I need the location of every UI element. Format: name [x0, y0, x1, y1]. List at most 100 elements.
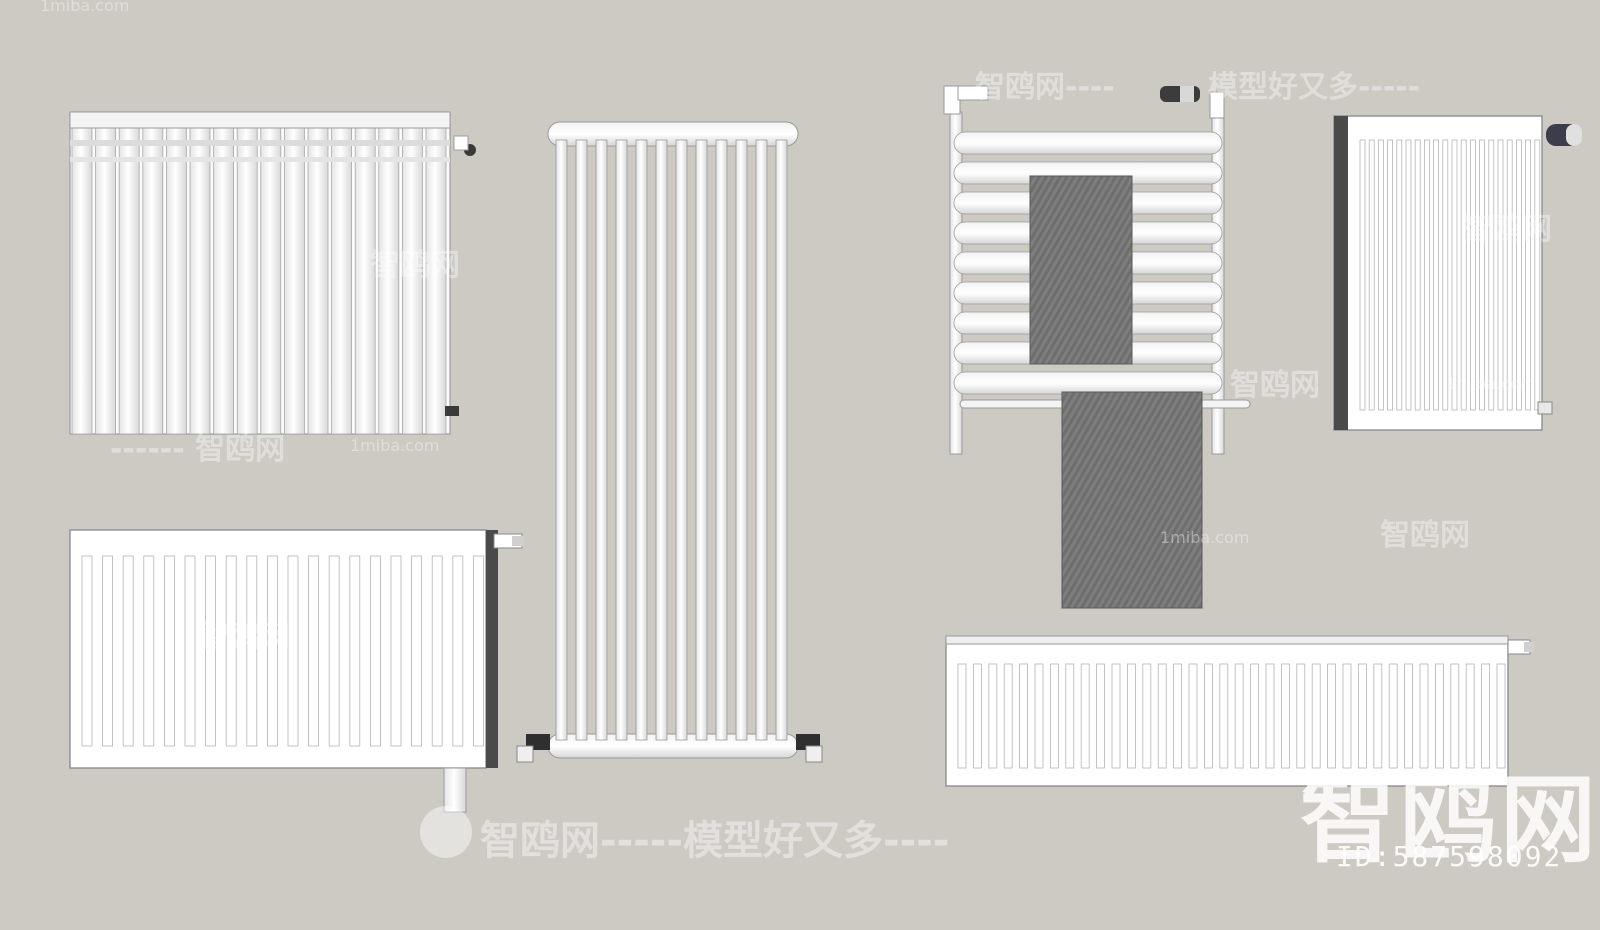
panel-slat [1250, 663, 1259, 769]
panel-slat [81, 555, 93, 747]
panel-slat [1435, 663, 1444, 769]
watermark-logo-large: 智鸥网 [1300, 764, 1600, 876]
panel-slat [1373, 663, 1383, 769]
column-tube [695, 139, 708, 741]
panel-slat [1525, 139, 1531, 411]
panel-slat [1414, 139, 1421, 411]
panel-slat [349, 555, 361, 747]
panel-slat [973, 663, 982, 769]
panel-slat [266, 555, 278, 747]
panel-slat [1080, 663, 1090, 769]
panel-slat [1516, 139, 1522, 411]
panel-slat [1065, 663, 1075, 769]
column-tube [775, 139, 788, 741]
panel-slat [1311, 663, 1321, 769]
long-panel-radiator [945, 635, 1534, 787]
panel-slat [1096, 663, 1105, 769]
panel-slat [452, 555, 464, 747]
bottom-valve-right [796, 734, 823, 763]
panel-slat [411, 555, 423, 747]
towel-bar [953, 131, 1223, 155]
towel-lower [1061, 391, 1203, 609]
panel-slat [1450, 663, 1460, 769]
panel-slat [1219, 663, 1229, 769]
panel-slat [1265, 663, 1275, 769]
towel-upper [1029, 175, 1133, 365]
panel-slat [1050, 663, 1059, 769]
panel-slat [1404, 663, 1413, 769]
panel-slat [1479, 139, 1485, 411]
panel-slat [1419, 663, 1429, 769]
tall-column-radiator [516, 121, 823, 763]
column-tube [635, 139, 648, 741]
panel-slat [184, 555, 196, 747]
panel-slat [1142, 663, 1152, 769]
panel-slat [1396, 139, 1403, 411]
panel-slat [1387, 139, 1393, 411]
panel-slat [1442, 139, 1449, 411]
panel-slat [1433, 139, 1439, 411]
gull-logo-icon [420, 806, 472, 858]
valve-head [493, 533, 524, 549]
panel-slat [1204, 663, 1213, 769]
column-tube [735, 139, 748, 741]
panel-slat [472, 555, 484, 747]
watermark-id: ID:587598092 [1336, 840, 1563, 873]
panel-slat [1127, 663, 1136, 769]
column-tube [755, 139, 768, 741]
valve-head [1507, 639, 1534, 655]
panel-slat [1460, 139, 1467, 411]
column-tube [595, 139, 608, 741]
panel-slat [163, 555, 175, 747]
panel-slat [1019, 663, 1028, 769]
panel-slat [1003, 663, 1013, 769]
panel-slat [1327, 663, 1336, 769]
column-tube [715, 139, 728, 741]
towel-bar [953, 371, 1223, 395]
column-tube [655, 139, 668, 741]
drain-plug [445, 406, 459, 416]
panel-slat [102, 555, 113, 747]
panel-slat [1465, 663, 1475, 769]
panel-slat [1488, 139, 1495, 411]
panel-slat [957, 663, 967, 769]
panel-slat [287, 555, 299, 747]
panel-slat [1481, 663, 1490, 769]
bottom-valve-left [516, 734, 550, 763]
panel-slat [1378, 139, 1384, 411]
compact-panel-radiator [69, 529, 524, 813]
panel-slat [1358, 663, 1367, 769]
towel-rail-radiator [943, 85, 1251, 609]
panel-slat [1470, 139, 1476, 411]
panel-slat [1388, 663, 1398, 769]
panel-slat [1496, 663, 1506, 769]
panel-slat [1405, 139, 1412, 411]
column-tube [575, 139, 588, 741]
panel-slat [1359, 139, 1366, 411]
sectional-radiator [69, 111, 476, 435]
panel-slat [1157, 663, 1167, 769]
panel-slat [988, 663, 998, 769]
column-tube [675, 139, 688, 741]
panel-slat [390, 555, 402, 747]
panel-slat [1497, 139, 1504, 411]
panel-slat [1111, 663, 1121, 769]
thermostat-knob [1546, 124, 1582, 146]
panel-slat [1342, 663, 1352, 769]
panel-slat [143, 555, 155, 747]
panel-slat [1368, 139, 1375, 411]
column-tube [615, 139, 628, 741]
panel-slat [1188, 663, 1198, 769]
panel-slat [1451, 139, 1458, 411]
panel-slat [246, 555, 258, 747]
panel-slat [1173, 663, 1182, 769]
panel-slat [308, 555, 320, 747]
panel-slat [1424, 139, 1430, 411]
thermostat-head [1160, 86, 1225, 119]
panel-slat [205, 555, 217, 747]
panel-slat [122, 555, 134, 747]
panel-slat [1506, 139, 1513, 411]
panel-slat [1534, 139, 1541, 411]
panel-slat [1281, 663, 1290, 769]
